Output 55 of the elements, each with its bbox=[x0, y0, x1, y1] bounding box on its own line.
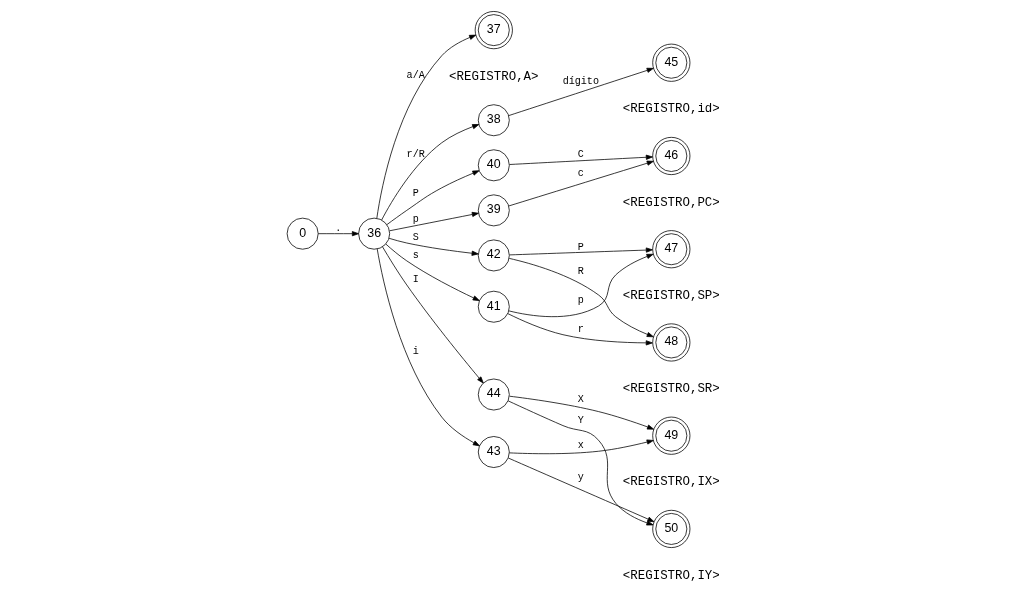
node-circle: 36 bbox=[358, 217, 391, 250]
arrow bbox=[508, 457, 655, 523]
arrow bbox=[382, 246, 484, 384]
edge-label: s bbox=[412, 250, 419, 262]
edge-label: p bbox=[412, 213, 419, 225]
node-circle: 41 bbox=[477, 290, 510, 323]
edge-label: c bbox=[577, 167, 584, 179]
arrow bbox=[376, 34, 477, 219]
node-circle: 38 bbox=[477, 104, 510, 137]
arrow bbox=[508, 67, 654, 116]
arrow bbox=[507, 400, 654, 526]
edge-label: I bbox=[412, 274, 419, 286]
node-label: <REGISTRO,IX> bbox=[622, 475, 720, 490]
node-circle: 0 bbox=[286, 217, 319, 250]
arrow bbox=[386, 170, 480, 226]
edge-label: X bbox=[577, 393, 584, 405]
edge-label: i bbox=[412, 346, 419, 358]
node-circle: 39 bbox=[477, 194, 510, 227]
edge-label: y bbox=[577, 472, 584, 484]
arrow bbox=[509, 395, 655, 430]
edge-label: C bbox=[577, 149, 584, 161]
arrow bbox=[376, 248, 480, 447]
edge-label: . bbox=[335, 222, 342, 234]
node-label: <REGISTRO,A> bbox=[449, 69, 539, 84]
node-label: <REGISTRO,SR> bbox=[622, 382, 720, 397]
node-label: <REGISTRO,PC> bbox=[622, 195, 720, 210]
arrow bbox=[508, 258, 654, 338]
arrow bbox=[508, 160, 654, 207]
edge-label: P bbox=[412, 187, 419, 199]
edge-label: p bbox=[577, 295, 584, 307]
node-label: <REGISTRO,SP> bbox=[622, 288, 720, 303]
arrow bbox=[508, 253, 654, 318]
arrow bbox=[388, 237, 479, 256]
edge-label: a/A bbox=[406, 69, 425, 81]
edge-label: x bbox=[577, 440, 584, 452]
node-circle: 43 bbox=[477, 436, 510, 468]
edge-label: r bbox=[577, 323, 584, 335]
node-circle: 40 bbox=[477, 149, 510, 182]
arrow bbox=[385, 243, 480, 301]
node-label: <REGISTRO,id> bbox=[622, 102, 720, 117]
edge-label: S bbox=[412, 232, 419, 244]
edge-label: Y bbox=[577, 414, 584, 426]
arrow bbox=[317, 231, 359, 237]
edge-label: P bbox=[577, 241, 584, 253]
edge-label: dígito bbox=[562, 76, 599, 88]
arrow bbox=[389, 211, 479, 232]
node-circle: 42 bbox=[477, 239, 510, 272]
arrow bbox=[507, 313, 653, 346]
arrow bbox=[381, 124, 480, 221]
arrow bbox=[509, 247, 653, 256]
edge-label: R bbox=[577, 265, 584, 277]
arrow bbox=[509, 154, 653, 165]
node-label: <REGISTRO,IY> bbox=[622, 568, 720, 583]
arrow bbox=[509, 439, 654, 455]
edge-label: r/R bbox=[406, 149, 425, 161]
